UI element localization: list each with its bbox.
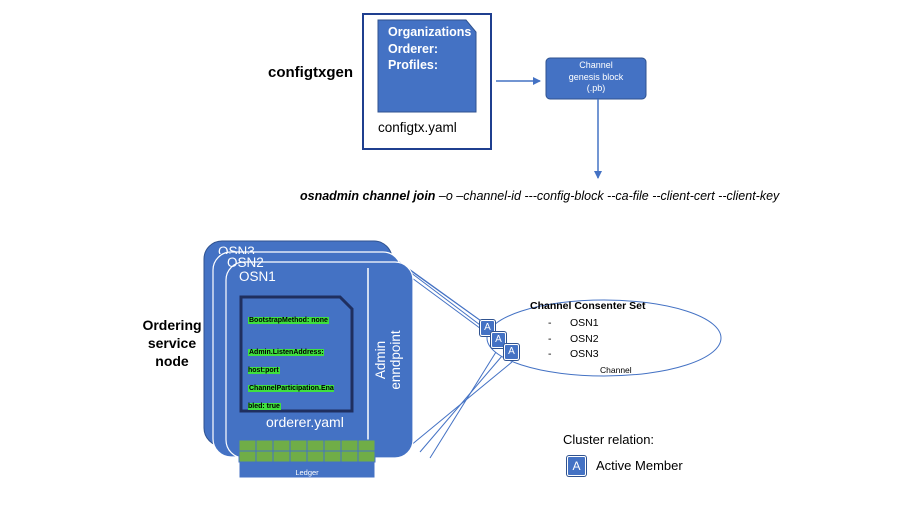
configtx-line-organizations: Organizations [388,25,472,39]
admin-endpoint-label: Admin enndpoint [373,290,403,430]
osn2-title: OSN2 [227,255,264,267]
consenter-member-name: OSN3 [570,348,599,360]
genesis-block-label: Channel genesis block (.pb) [547,60,645,95]
ledger-grid [238,439,376,479]
cluster-relation-title: Cluster relation: [563,432,655,447]
channel-participation-text: ChannelParticipation.Enabled: true [248,385,334,410]
consenter-bullet: - [548,348,552,360]
consenter-member-name: OSN2 [570,332,599,345]
channel-consenter-ellipse [486,299,722,377]
legend-badge: A [567,456,586,476]
channel-label: Channel [600,365,632,375]
consenter-member: - OSN3 [548,347,599,363]
channel-consenter-title: Channel Consenter Set [530,300,646,312]
genesis-line-3: (.pb) [586,83,606,93]
osn3-title: OSN3 [218,244,255,254]
configtx-file-label: configtx.yaml [378,120,457,135]
active-member-badge-2: A [491,332,506,348]
genesis-line-2: genesis block [568,71,624,82]
genesis-block-box [545,57,647,100]
ordering-line-2: service [147,335,197,351]
configtx-line-orderer: Orderer: [388,41,439,56]
command-flags: –o –channel-id ---config-block --ca-file… [435,189,780,203]
ledger-label: Ledger [295,468,319,477]
osnadmin-command: osnadmin channel join –o –channel-id ---… [300,189,779,203]
active-member-badge-3: A [504,344,519,360]
configtx-contents: Organizations Orderer: Profiles: [388,24,471,74]
consenter-member-list: - OSN1 - OSN2 - OSN3 [548,316,599,363]
orderer-setting-channel-participation: ChannelParticipation.Enabled: true [248,377,336,413]
orderer-file-label: orderer.yaml [266,414,344,430]
ordering-line-3: node [155,353,189,369]
consenter-bullet: - [548,317,552,329]
configtxgen-label: configtxgen [268,64,353,81]
bootstrap-method-text: BootstrapMethod: none [248,317,329,324]
consenter-member-name: OSN1 [570,317,599,329]
orderer-setting-bootstrap: BootstrapMethod: none [248,309,340,327]
active-member-label: Active Member [596,458,683,473]
admin-endpoint-line-2: enndpoint [388,330,403,390]
configtx-line-profiles: Profiles: [388,58,439,72]
orderer-setting-listen-address: Admin.ListenAddress: host:port [248,341,342,377]
configtx-document-icon [377,19,477,113]
command-name: osnadmin channel join [300,189,436,203]
consenter-member: - OSN2 [548,332,599,348]
osn1-title: OSN1 [239,269,276,284]
listen-address-text: Admin.ListenAddress: host:port [248,349,324,374]
consenter-member: - OSN1 [548,316,599,332]
genesis-line-1: Channel [579,60,613,70]
consenter-bullet: - [548,332,552,345]
ordering-service-node-label: Ordering service node [126,316,218,370]
admin-endpoint-line-1: Admin [373,340,388,380]
ordering-line-1: Ordering [142,317,202,333]
